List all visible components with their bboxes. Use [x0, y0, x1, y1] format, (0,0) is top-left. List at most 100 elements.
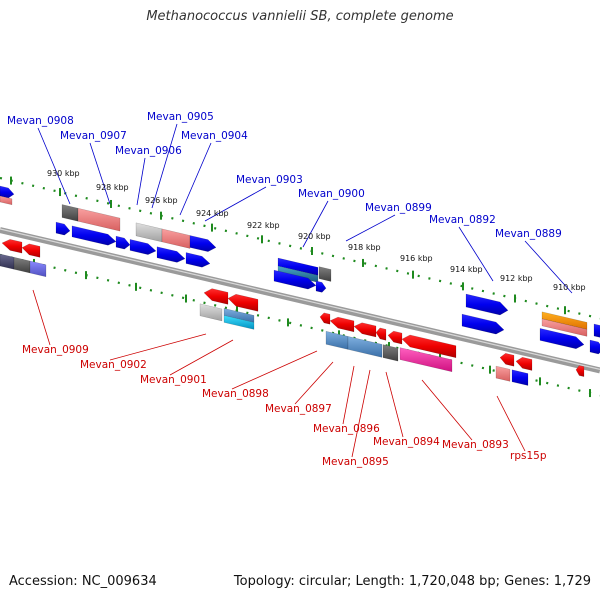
gene-rev-6	[329, 316, 355, 333]
leader-line	[169, 339, 234, 376]
gene-fwd-5-shape	[129, 239, 157, 255]
gene-fwd-12-shape	[589, 339, 600, 355]
gene-fwd-2	[55, 221, 71, 236]
gene-label: Mevan_0905	[147, 111, 214, 123]
gene-mevan-0898-shape	[325, 330, 349, 350]
label-leader-lines	[32, 123, 573, 458]
gene-fwd-4	[115, 235, 131, 250]
gene-upper-left	[0, 185, 15, 199]
gene-mevan-0909-b-shape	[13, 256, 31, 274]
gene-small-gray-shape	[318, 266, 332, 282]
scale-tick-label: 916 kbp	[400, 254, 433, 263]
gene-rev-12-shape	[515, 356, 533, 371]
gene-fwd-6-shape	[156, 246, 186, 263]
gene-label: Mevan_0900	[298, 188, 365, 200]
gene-mevan-0901-b	[223, 315, 255, 330]
gene-fwd-10	[461, 313, 505, 335]
gene-label: Mevan_0908	[7, 115, 74, 127]
gene-mevan-0909-b	[13, 256, 31, 274]
leader-line	[204, 186, 267, 222]
gene-mevan-0908-shape	[61, 204, 79, 222]
scale-tick-label: 926 kbp	[145, 196, 178, 205]
gene-mevan-0897	[347, 336, 383, 358]
gene-rev-1-shape	[1, 239, 23, 254]
scale-tick-label: 930 kbp	[47, 169, 80, 178]
leader-line	[179, 142, 212, 216]
leader-line	[496, 395, 526, 452]
gene-mevan-0894	[399, 347, 453, 373]
gene-mevan-0902-shape	[199, 303, 223, 322]
scale-tick-label: 928 kbp	[96, 183, 129, 192]
lower-scale-line	[0, 253, 600, 397]
gene-upper-left-salmon-shape	[0, 195, 13, 206]
gene-rev-3	[203, 288, 229, 305]
accession-text: Accession: NC_009634	[9, 574, 157, 589]
gene-label: Mevan_0892	[429, 214, 496, 226]
upper-scale-line	[0, 176, 600, 320]
gene-mevan-0893-salmon	[495, 365, 511, 382]
gene-fwd-7	[185, 252, 211, 268]
gene-label: Mevan_0906	[115, 145, 182, 157]
gene-mevan-0889-b-shape	[541, 318, 588, 337]
genome-backbone	[0, 227, 600, 374]
leader-line	[136, 157, 146, 206]
gene-fwd-4-shape	[115, 235, 131, 250]
gene-rev-3-shape	[203, 288, 229, 305]
leader-line	[302, 200, 329, 248]
gene-rev-13	[575, 365, 585, 377]
gene-mevan-0909-c-shape	[29, 260, 47, 278]
scale-tick-label: 918 kbp	[348, 243, 381, 252]
gene-mevan-0909-a-shape	[0, 253, 15, 270]
gene-label: Mevan_0907	[60, 130, 127, 142]
leader-line	[231, 350, 318, 390]
scale-tick-label: 912 kbp	[500, 274, 533, 283]
gene-fwd-7-shape	[185, 252, 211, 268]
leader-line	[32, 289, 51, 346]
gene-fwd-10-shape	[461, 313, 505, 335]
gene-rev-6-shape	[329, 316, 355, 333]
gene-mevan-0904-shape	[189, 235, 217, 252]
gene-upper-left-shape	[0, 185, 15, 199]
leader-line	[351, 369, 371, 458]
gene-mevan-0889-b	[541, 318, 588, 337]
gene-label: Mevan_0898	[202, 388, 269, 400]
gene-features	[0, 185, 600, 386]
leader-line	[421, 379, 473, 441]
gene-rev-2-shape	[21, 243, 41, 258]
genome-backbone-highlight	[0, 228, 600, 370]
gene-mevan-0907-shape	[77, 207, 121, 232]
gene-fwd-2-shape	[55, 221, 71, 236]
gene-mevan-0906	[135, 222, 163, 243]
scale-tick-label: 910 kbp	[553, 283, 586, 292]
gene-rev-11	[499, 353, 515, 367]
gene-fwd-8	[273, 269, 317, 290]
gene-mevan-0896-shape	[382, 344, 399, 362]
gene-mevan-0905	[161, 228, 191, 249]
gene-rev-4-shape	[227, 293, 259, 312]
gene-label: rps15p	[510, 450, 547, 462]
gene-mevan-0893-salmon-shape	[495, 365, 511, 382]
gene-label: Mevan_0889	[495, 228, 562, 240]
gene-rev-2	[21, 243, 41, 258]
scale-tick-label: 914 kbp	[450, 265, 483, 274]
leader-line	[345, 214, 396, 242]
gene-label: Mevan_0893	[442, 439, 509, 451]
gene-fwd-9	[315, 280, 327, 293]
gene-mevan-0904	[189, 235, 217, 252]
gene-fwd-11	[539, 328, 585, 350]
gene-upper-left-salmon	[0, 195, 13, 206]
gene-mevan-0908	[61, 204, 79, 222]
gene-mevan-0905-shape	[161, 228, 191, 249]
gene-label: Mevan_0894	[373, 436, 440, 448]
leader-line	[37, 127, 71, 205]
gene-fwd-8-shape	[273, 269, 317, 290]
gene-fwd-11-shape	[539, 328, 585, 350]
gene-mevan-0902	[199, 303, 223, 322]
gene-rev-8-shape	[375, 327, 387, 341]
gene-rps15p-shape	[511, 369, 529, 386]
gene-mevan-0892	[465, 293, 509, 316]
gene-rev-4	[227, 293, 259, 312]
gene-label: Mevan_0897	[265, 403, 332, 415]
gene-label: Mevan_0896	[313, 423, 380, 435]
